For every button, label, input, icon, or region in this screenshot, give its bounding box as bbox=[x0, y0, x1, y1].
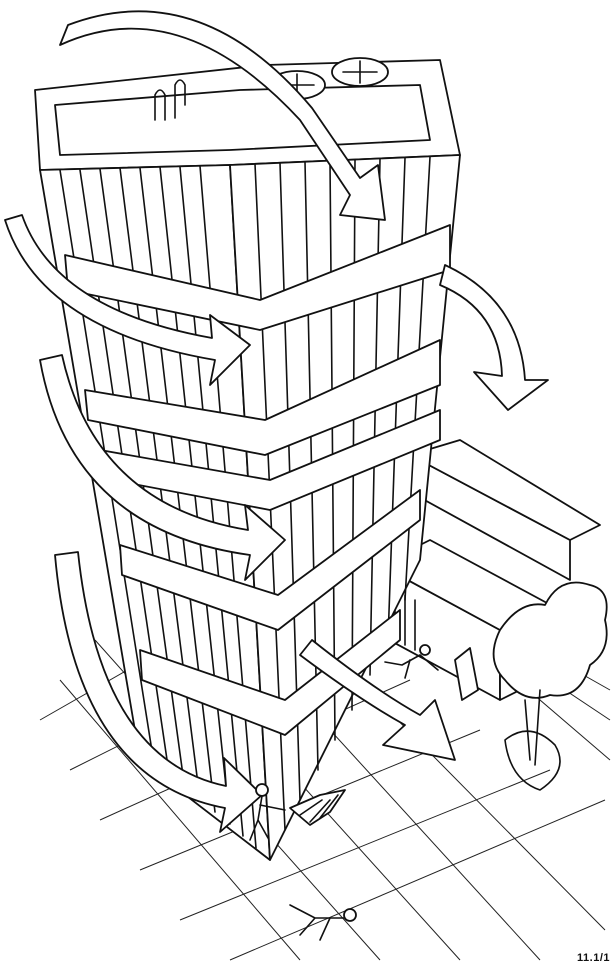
figure-number-label: 11.1/1 bbox=[577, 952, 610, 964]
wind-arrow-icon bbox=[440, 265, 548, 410]
